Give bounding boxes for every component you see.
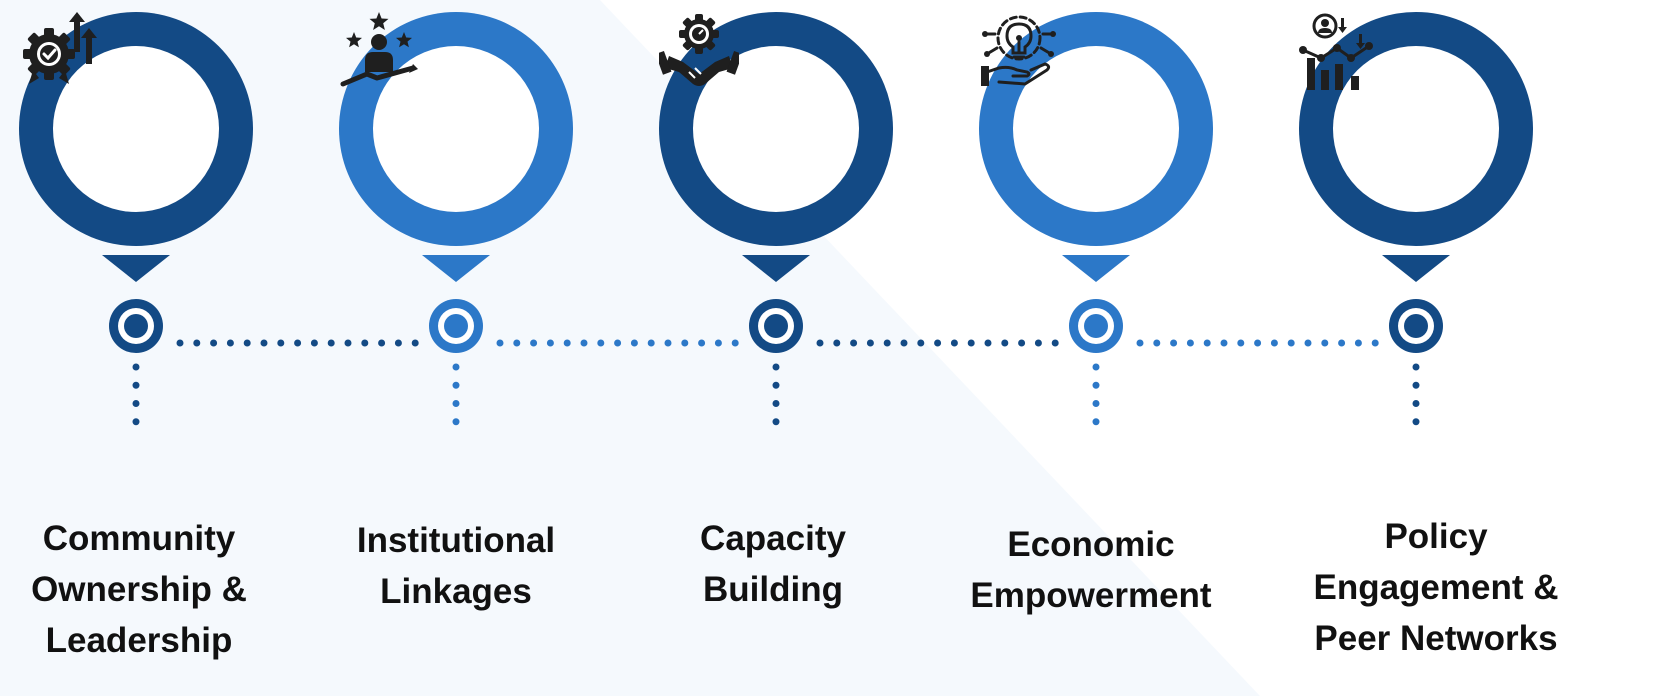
stage-label-economic-empowerment: Economic Empowerment	[970, 525, 1212, 615]
timeline-node-3	[748, 298, 804, 354]
lightbulb-gear-hand-icon	[981, 15, 1056, 86]
timeline-node-5	[1388, 298, 1444, 354]
pin-marker-3	[659, 12, 893, 282]
gear-check-growth-icon	[23, 12, 97, 84]
timeline-node-1	[108, 298, 164, 354]
stage-label-community-ownership: Community Ownership & Leadership	[31, 519, 247, 660]
timeline-node-2	[428, 298, 484, 354]
gear-gauge-handshake-icon	[659, 14, 739, 86]
connector-dots-4	[1136, 339, 1380, 347]
timeline-node-4	[1068, 298, 1124, 354]
pin-marker-4	[979, 12, 1213, 282]
drop-dots-1	[132, 363, 140, 444]
pin-marker-5	[1299, 12, 1533, 282]
drop-dots-4	[1092, 363, 1100, 444]
pin-marker-2	[339, 12, 573, 282]
stage-label-institutional-linkages: Institutional Linkages	[356, 521, 556, 611]
drop-dots-5	[1412, 363, 1420, 444]
person-analytics-chart-icon	[1299, 13, 1373, 90]
stage-label-capacity-building: Capacity Building	[700, 519, 846, 609]
connector-dots-2	[496, 339, 740, 347]
person-stars-growth-icon	[340, 12, 418, 87]
pin-marker-1	[19, 12, 253, 282]
drop-dots-2	[452, 363, 460, 444]
connector-dots-1	[176, 339, 420, 347]
stage-label-policy-engagement: Policy Engagement & Peer Networks	[1313, 517, 1559, 658]
connector-dots-3	[816, 339, 1060, 347]
drop-dots-3	[772, 363, 780, 444]
